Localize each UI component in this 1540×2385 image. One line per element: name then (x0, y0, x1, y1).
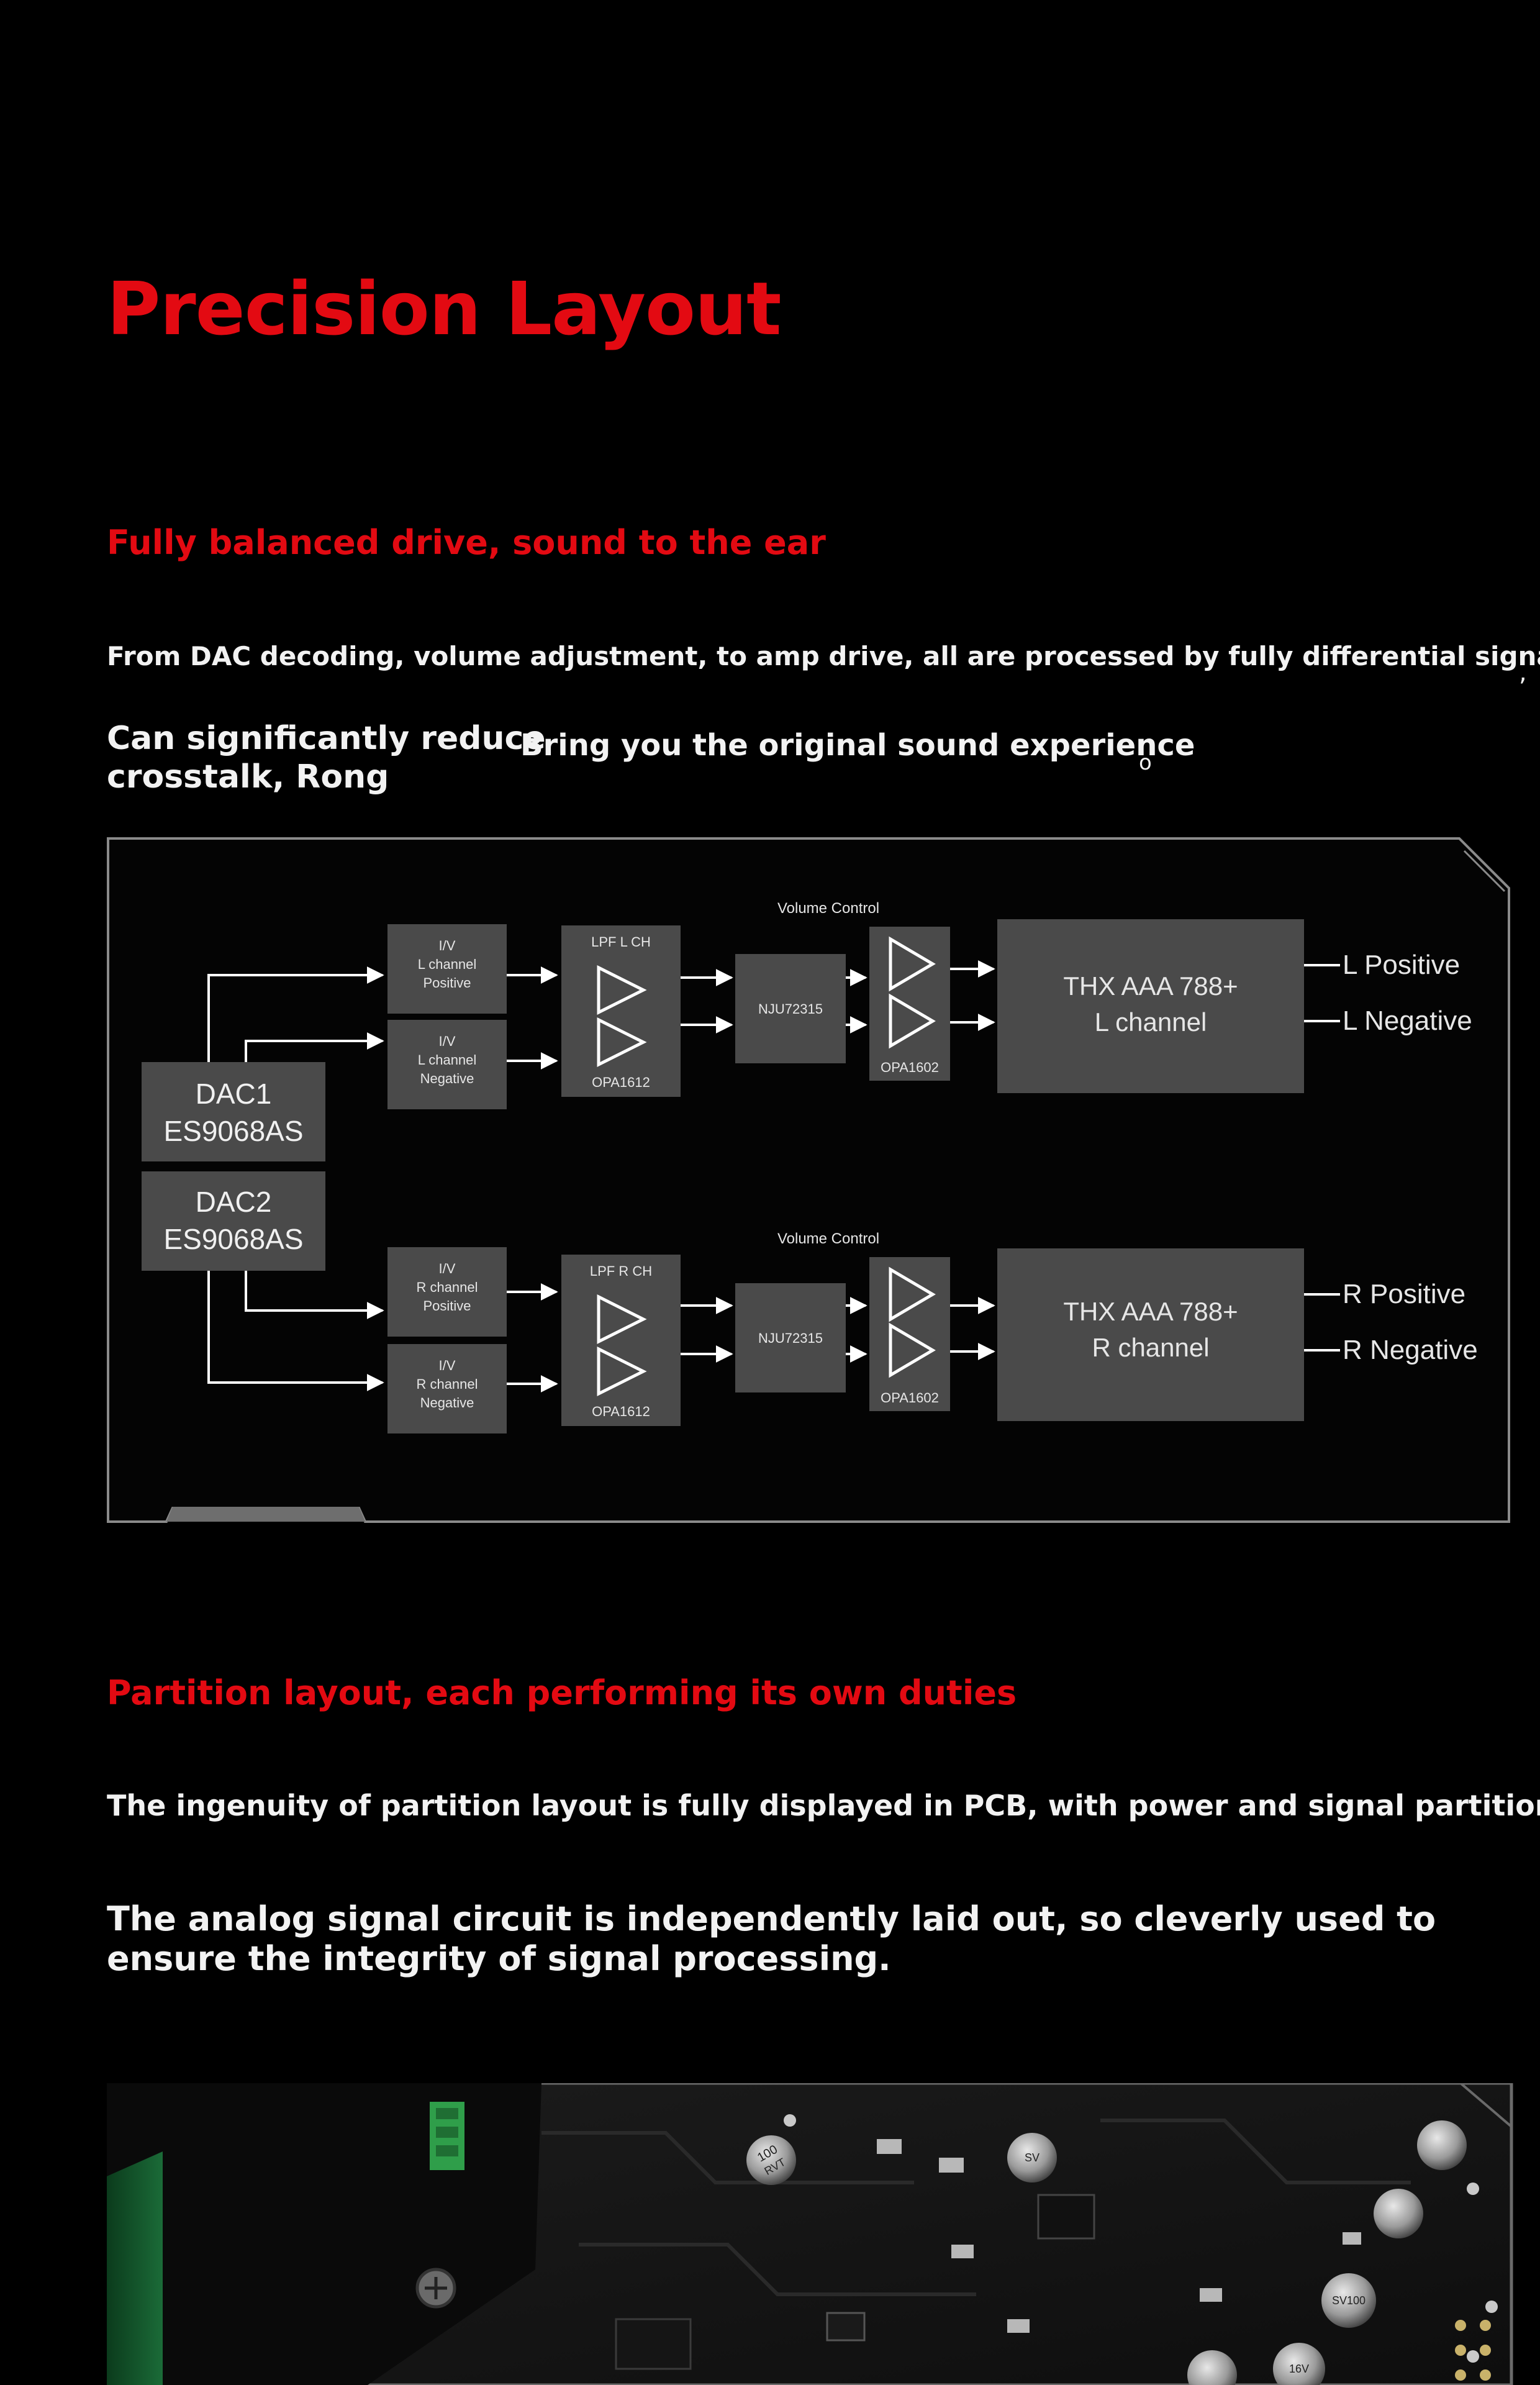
section1-mark: , (1519, 658, 1527, 687)
dac1-chip: ES9068AS (163, 1115, 303, 1147)
pcb-photo: 100 RVT SV SV100 16V (107, 2083, 1513, 2385)
iv-l-positive-block (387, 924, 507, 1014)
dac2-name: DAC2 (196, 1186, 272, 1218)
section2-heading: Partition layout, each performing its ow… (107, 1673, 1017, 1712)
lpf-l-block (561, 925, 681, 1097)
section2-line1: The ingenuity of partition layout is ful… (107, 1789, 1540, 1822)
svg-text:I/V: I/V (439, 938, 456, 953)
svg-text:I/V: I/V (439, 1261, 456, 1276)
op-amp-icon (597, 1294, 647, 1345)
section2-line2: The analog signal circuit is independent… (107, 1899, 1436, 1978)
capacitor (1187, 2350, 1237, 2385)
svg-text:R channel: R channel (416, 1279, 478, 1295)
right-channel-chain: I/V R channel Positive I/V R channel Neg… (387, 1230, 1478, 1433)
svg-text:R channel: R channel (416, 1376, 478, 1392)
heatsink (107, 2151, 163, 2385)
svg-text:SV: SV (1025, 2151, 1040, 2164)
dac-to-iv-l-pos-line (207, 966, 384, 1062)
svg-text:OPA1612: OPA1612 (592, 1404, 650, 1419)
nju72315-l-block (735, 954, 846, 1063)
svg-text:THX AAA 788+: THX AAA 788+ (1063, 1297, 1238, 1326)
frame-bottom-tab (166, 1507, 365, 1522)
section1-heading: Fully balanced drive, sound to the ear (107, 523, 826, 562)
dac1-name: DAC1 (196, 1078, 272, 1110)
output-r-positive: R Positive (1343, 1279, 1465, 1309)
dac1-block: DAC1 ES9068AS (142, 1062, 325, 1161)
op-amp-icon (889, 993, 936, 1049)
op-amp-icon (597, 1346, 647, 1397)
section1-line2c: Bring you the original sound experience (520, 728, 1195, 763)
dac-to-iv-r-neg-line (207, 1271, 384, 1391)
op-amp-icon (889, 1322, 936, 1378)
dac2-block: DAC2 ES9068AS (142, 1171, 325, 1271)
svg-text:SV100: SV100 (1332, 2294, 1366, 2307)
opa1602-l-block (869, 927, 950, 1081)
volume-control-r-label: Volume Control (777, 1230, 879, 1247)
capacitor (1417, 2120, 1467, 2170)
opa1602-r-block (869, 1257, 950, 1411)
section1-circle-mark: o (1139, 750, 1152, 775)
iv-l-negative-block (387, 1020, 507, 1109)
svg-text:OPA1602: OPA1602 (881, 1060, 939, 1075)
svg-text:NJU72315: NJU72315 (758, 1001, 823, 1017)
lpf-r-block (561, 1255, 681, 1426)
thx-amp-r-block (997, 1248, 1304, 1421)
svg-text:L channel: L channel (1095, 1007, 1207, 1037)
dac-to-iv-r-pos-line (245, 1271, 384, 1319)
op-amp-icon (597, 965, 647, 1015)
capacitor: 100 RVT (746, 2135, 796, 2185)
signal-chain-diagram: DAC1 ES9068AS DAC2 ES9068AS I/V L channe… (107, 837, 1510, 1523)
volume-control-l-label: Volume Control (777, 900, 879, 917)
left-channel-chain: I/V L channel Positive I/V L channel Neg… (387, 900, 1472, 1109)
svg-text:16V: 16V (1289, 2363, 1309, 2375)
svg-text:OPA1612: OPA1612 (592, 1074, 650, 1090)
svg-text:L channel: L channel (418, 956, 477, 972)
svg-text:NJU72315: NJU72315 (758, 1330, 823, 1346)
svg-text:Negative: Negative (420, 1071, 474, 1086)
iv-r-negative-block (387, 1344, 507, 1433)
op-amp-icon (889, 1266, 936, 1322)
op-amp-icon (597, 1017, 647, 1068)
capacitor (1374, 2189, 1423, 2238)
svg-text:OPA1602: OPA1602 (881, 1390, 939, 1406)
svg-text:R channel: R channel (1092, 1333, 1209, 1362)
svg-text:LPF L CH: LPF L CH (591, 934, 651, 950)
nju72315-r-block (735, 1283, 846, 1392)
svg-text:I/V: I/V (439, 1034, 456, 1049)
header-pins (1455, 2320, 1491, 2381)
svg-text:Negative: Negative (420, 1395, 474, 1411)
section1-line1: From DAC decoding, volume adjustment, to… (107, 641, 1540, 671)
svg-text:L channel: L channel (418, 1052, 477, 1068)
svg-text:I/V: I/V (439, 1358, 456, 1373)
output-l-negative: L Negative (1343, 1006, 1472, 1036)
svg-text:Positive: Positive (423, 1298, 471, 1314)
output-r-negative: R Negative (1343, 1335, 1478, 1365)
svg-text:LPF R CH: LPF R CH (590, 1263, 652, 1279)
capacitor: SV100 (1321, 2273, 1376, 2328)
capacitor: SV (1007, 2133, 1057, 2183)
output-l-positive: L Positive (1343, 950, 1460, 980)
page-title: Precision Layout (107, 266, 782, 352)
capacitor: 16V (1273, 2343, 1325, 2385)
svg-text:THX AAA 788+: THX AAA 788+ (1063, 971, 1238, 1001)
dac2-chip: ES9068AS (163, 1223, 303, 1255)
frame-corner-accent (1463, 850, 1506, 893)
thx-amp-l-block (997, 919, 1304, 1093)
section1-line2b: crosstalk, Rong (107, 758, 389, 796)
svg-text:Positive: Positive (423, 975, 471, 991)
section1-line2a: Can significantly reduce (107, 720, 546, 757)
op-amp-icon (889, 936, 936, 992)
iv-r-positive-block (387, 1247, 507, 1337)
dac-to-iv-l-neg-line (245, 1032, 384, 1062)
